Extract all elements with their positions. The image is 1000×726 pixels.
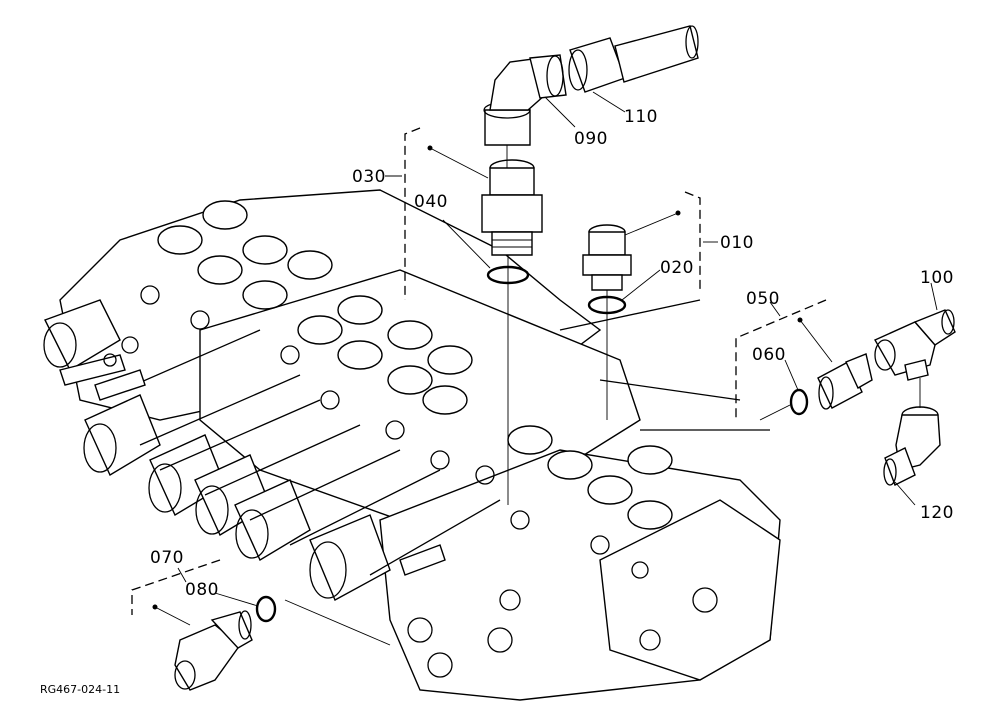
callout-110: 110 — [624, 107, 658, 127]
part-100-tee — [874, 309, 956, 381]
group-bracket-010 — [624, 191, 701, 290]
part-010-connector — [582, 224, 632, 291]
part-070-elbow — [174, 610, 253, 691]
callout-120: 120 — [920, 503, 954, 523]
lever-linkage — [59, 336, 446, 576]
tapped-holes — [140, 285, 610, 678]
part-060-o-ring — [789, 388, 809, 416]
group-bracket-030 — [404, 127, 489, 300]
part-120-elbow — [883, 406, 941, 486]
part-080-o-ring — [255, 595, 277, 623]
group-bracket-050 — [735, 299, 833, 420]
callout-040: 040 — [414, 192, 448, 212]
callout-080: 080 — [185, 580, 219, 600]
port-bosses — [157, 200, 673, 530]
leader-lines — [177, 91, 938, 607]
callout-060: 060 — [752, 345, 786, 365]
spool-caps-left — [43, 299, 391, 601]
control-valve-body — [43, 189, 781, 701]
assembly-lines — [284, 145, 921, 646]
callout-labels: 110 090 030 040 010 020 050 060 100 120 … — [150, 107, 954, 600]
callout-020: 020 — [660, 258, 694, 278]
callout-100: 100 — [920, 268, 954, 288]
part-050-adapter — [817, 353, 873, 410]
callout-070: 070 — [150, 548, 184, 568]
drawing-reference-code: RG467-024-11 — [40, 683, 120, 696]
part-110-hose-nipple — [568, 25, 699, 93]
callout-090: 090 — [574, 129, 608, 149]
callout-030: 030 — [352, 167, 386, 187]
group-bracket-070 — [131, 559, 221, 626]
part-090-elbow — [483, 54, 567, 146]
callout-050: 050 — [746, 289, 780, 309]
spool-barrels — [99, 299, 770, 576]
callout-010: 010 — [720, 233, 754, 253]
part-030-connector — [481, 159, 543, 256]
